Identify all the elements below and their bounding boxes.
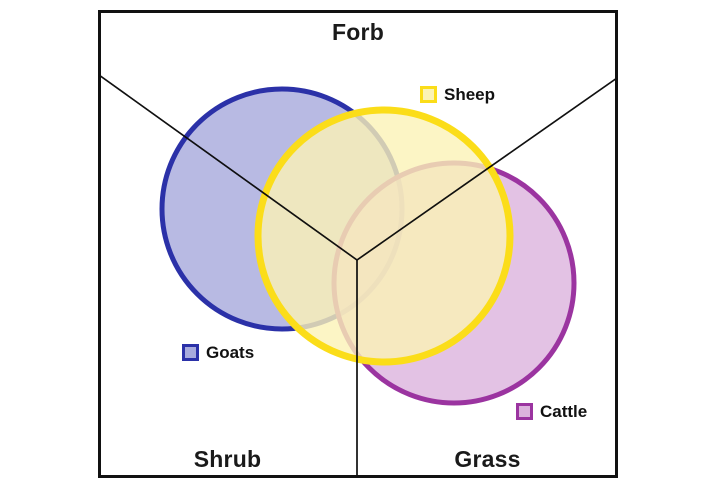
legend-swatch-goats-icon bbox=[182, 344, 199, 361]
venn-circle-sheep[interactable] bbox=[254, 106, 514, 366]
divider-upper-right-diagonal-overlay bbox=[356, 77, 618, 261]
divider-upper-left-diagonal-overlay bbox=[98, 74, 358, 261]
legend-label-sheep: Sheep bbox=[444, 85, 496, 104]
legend-label-cattle: Cattle bbox=[540, 402, 588, 421]
axis-label-forb: Forb bbox=[332, 19, 384, 45]
legend-swatch-sheep-icon bbox=[420, 86, 437, 103]
legend-label-goats: Goats bbox=[206, 343, 255, 362]
legend-item-sheep[interactable]: Sheep bbox=[420, 86, 495, 103]
axis-label-grass: Grass bbox=[454, 446, 521, 472]
legend-item-cattle[interactable]: Cattle bbox=[516, 403, 587, 420]
legend-swatch-cattle-icon bbox=[516, 403, 533, 420]
legend-item-goats[interactable]: Goats bbox=[182, 344, 254, 361]
axis-label-shrub: Shrub bbox=[193, 446, 262, 472]
